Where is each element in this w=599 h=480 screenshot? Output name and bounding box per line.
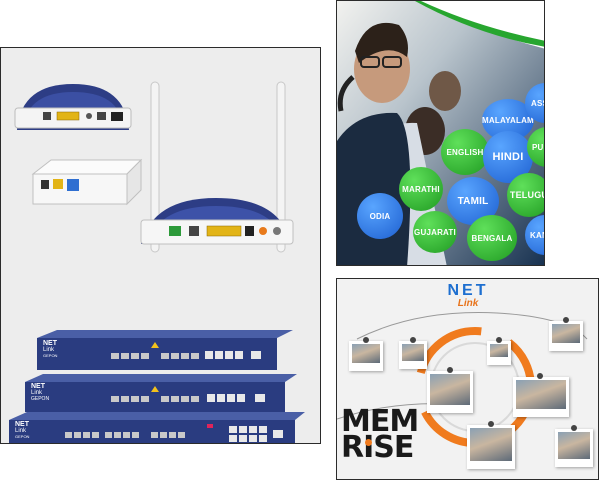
language-label: MARATHI xyxy=(402,184,440,194)
olt-brand-bottom: Link xyxy=(31,390,43,396)
language-label: PUNJABI xyxy=(532,142,544,152)
call-center-image-panel: MALAYALAM ASSAMESE ENGLISH HINDI PUNJABI… xyxy=(336,0,545,266)
language-label: TELUGU xyxy=(509,190,545,200)
photo-pin xyxy=(563,317,569,323)
language-label: ASSAMESE xyxy=(531,98,544,108)
memrise-logo-line1: MEM xyxy=(341,404,419,439)
netlink-logo-link: Link xyxy=(457,298,479,309)
olt-brand-top: NET xyxy=(43,340,57,347)
memrise-logo-dot xyxy=(365,439,372,446)
memrise-logo: MEM RISE xyxy=(341,404,427,465)
language-label: GUJARATI xyxy=(414,227,456,237)
training-photo-4 xyxy=(549,321,583,351)
olt-label-3: NET Link GEPON xyxy=(15,421,30,440)
language-label: ENGLISH xyxy=(446,147,484,157)
netlink-logo: NET Link xyxy=(433,283,503,309)
memrise-logo-line2: RISE xyxy=(341,430,414,465)
olt-label-2: NET Link GEPON xyxy=(31,383,50,402)
language-bubble-english: ENGLISH xyxy=(441,129,489,175)
language-label: TAMIL xyxy=(457,195,489,207)
training-photo-6 xyxy=(513,377,569,417)
training-photo-7 xyxy=(467,425,515,469)
language-bubble-gujarati: GUJARATI xyxy=(413,211,457,253)
ont-device-small xyxy=(31,158,143,206)
photo-pin xyxy=(488,421,494,427)
olt-brand-bottom: Link xyxy=(43,347,55,353)
training-photo-8 xyxy=(555,429,593,467)
ont-device-large xyxy=(14,84,132,130)
olt-unit-3 xyxy=(9,412,305,443)
memrise-image-panel: NET Link MEM RISE xyxy=(336,278,599,480)
language-label: ODIA xyxy=(369,211,391,221)
olt-brand-bottom: Link xyxy=(15,428,27,434)
language-bubble-punjabi: PUNJABI xyxy=(527,127,544,167)
photo-pin xyxy=(410,337,416,343)
photo-pin xyxy=(571,425,577,431)
language-label: HINDI xyxy=(492,151,524,163)
network-products-illustration xyxy=(9,81,305,443)
training-photo-2 xyxy=(399,341,427,369)
language-bubble-telugu: TELUGU xyxy=(507,173,545,217)
photo-pin xyxy=(496,337,502,343)
olt-label-1: NET Link GEPON xyxy=(43,340,58,359)
language-label: MALAYALAM xyxy=(482,115,534,125)
photo-pin xyxy=(537,373,543,379)
language-bubble-odia: ODIA xyxy=(357,193,403,239)
olt-model: GEPON xyxy=(43,353,58,358)
language-label: BENGALA xyxy=(471,233,513,243)
olt-model: GEPON xyxy=(15,434,30,439)
training-photo-5 xyxy=(427,371,473,413)
olt-unit-1 xyxy=(37,330,293,370)
language-bubble-kannada: KANNADA xyxy=(525,215,544,255)
photo-pin xyxy=(447,367,453,373)
olt-unit-2 xyxy=(25,374,297,412)
language-bubble-bengala: BENGALA xyxy=(467,215,517,261)
products-image-panel: NET Link GEPON NET Link GEPON NET Link G… xyxy=(0,47,321,444)
language-bubble-assamese: ASSAMESE xyxy=(525,83,544,123)
training-photo-3 xyxy=(487,341,511,365)
language-bubble-marathi: MARATHI xyxy=(399,167,443,211)
wifi-router xyxy=(140,81,294,253)
olt-brand-top: NET xyxy=(15,421,29,428)
netlink-logo-net: NET xyxy=(447,282,489,299)
olt-brand-top: NET xyxy=(31,383,45,390)
photo-pin xyxy=(363,337,369,343)
training-photo-1 xyxy=(349,341,383,371)
olt-model: GEPON xyxy=(31,396,50,402)
language-label: KANNADA xyxy=(530,230,544,240)
